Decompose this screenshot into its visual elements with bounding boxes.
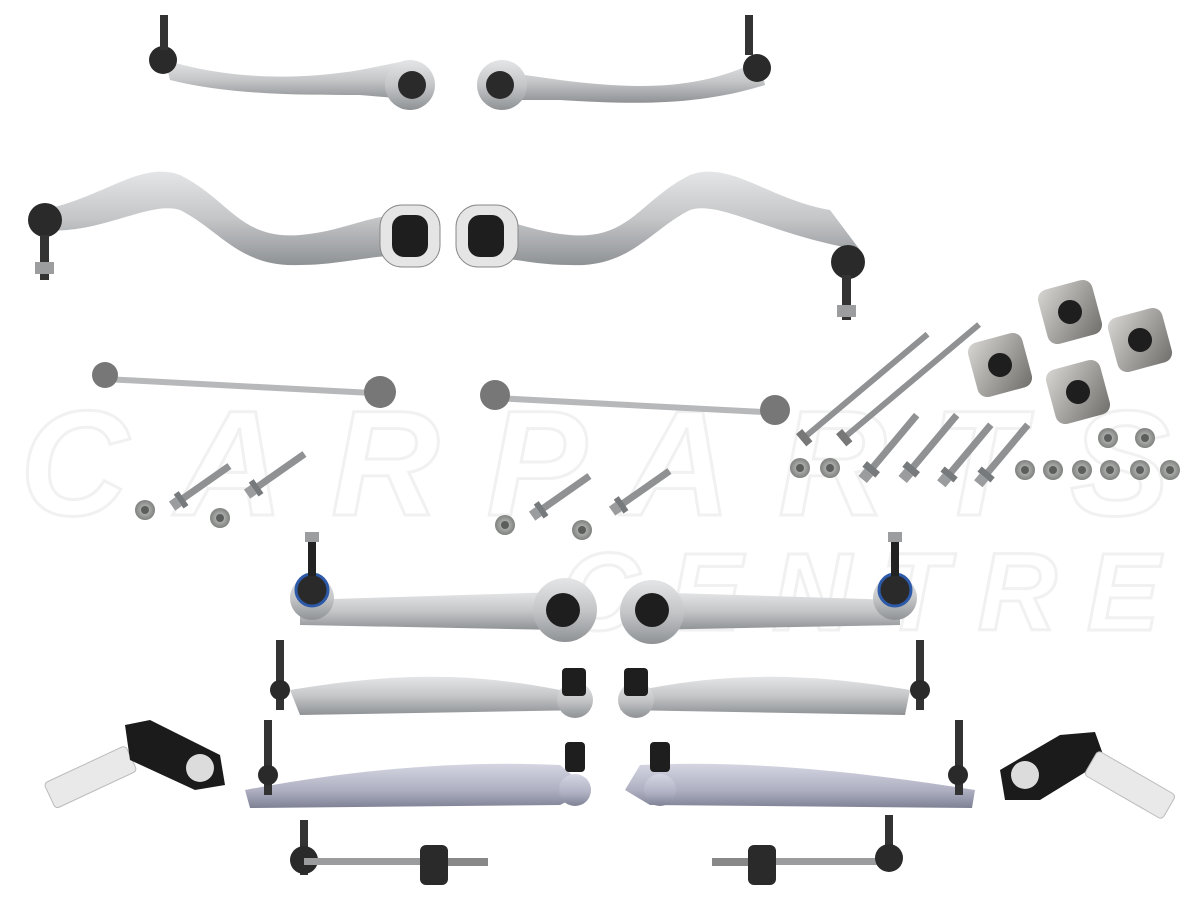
rear-upper-arm-right xyxy=(620,530,917,644)
rear-stabilizer-link-left xyxy=(290,820,488,885)
rear-wheel-carrier-link-left xyxy=(44,720,225,809)
rear-track-rod-right xyxy=(625,720,975,808)
bushing-set xyxy=(967,279,1173,425)
rear-upper-arm-left xyxy=(290,530,597,642)
rear-wheel-carrier-link-right xyxy=(1000,732,1176,819)
rear-guide-arm-left xyxy=(270,640,593,718)
front-control-arm-upper-right xyxy=(477,15,771,110)
front-wishbone-right xyxy=(455,171,865,320)
front-wishbone-left xyxy=(28,171,441,280)
stabilizer-link-front-right xyxy=(480,380,790,425)
long-bolt-set xyxy=(790,322,1180,490)
front-control-arm-upper-left xyxy=(149,15,435,110)
rear-stabilizer-link-right xyxy=(712,815,903,885)
rear-guide-arm-right xyxy=(618,640,930,718)
rear-track-rod-left xyxy=(245,720,591,808)
stabilizer-link-front-left xyxy=(92,362,396,408)
